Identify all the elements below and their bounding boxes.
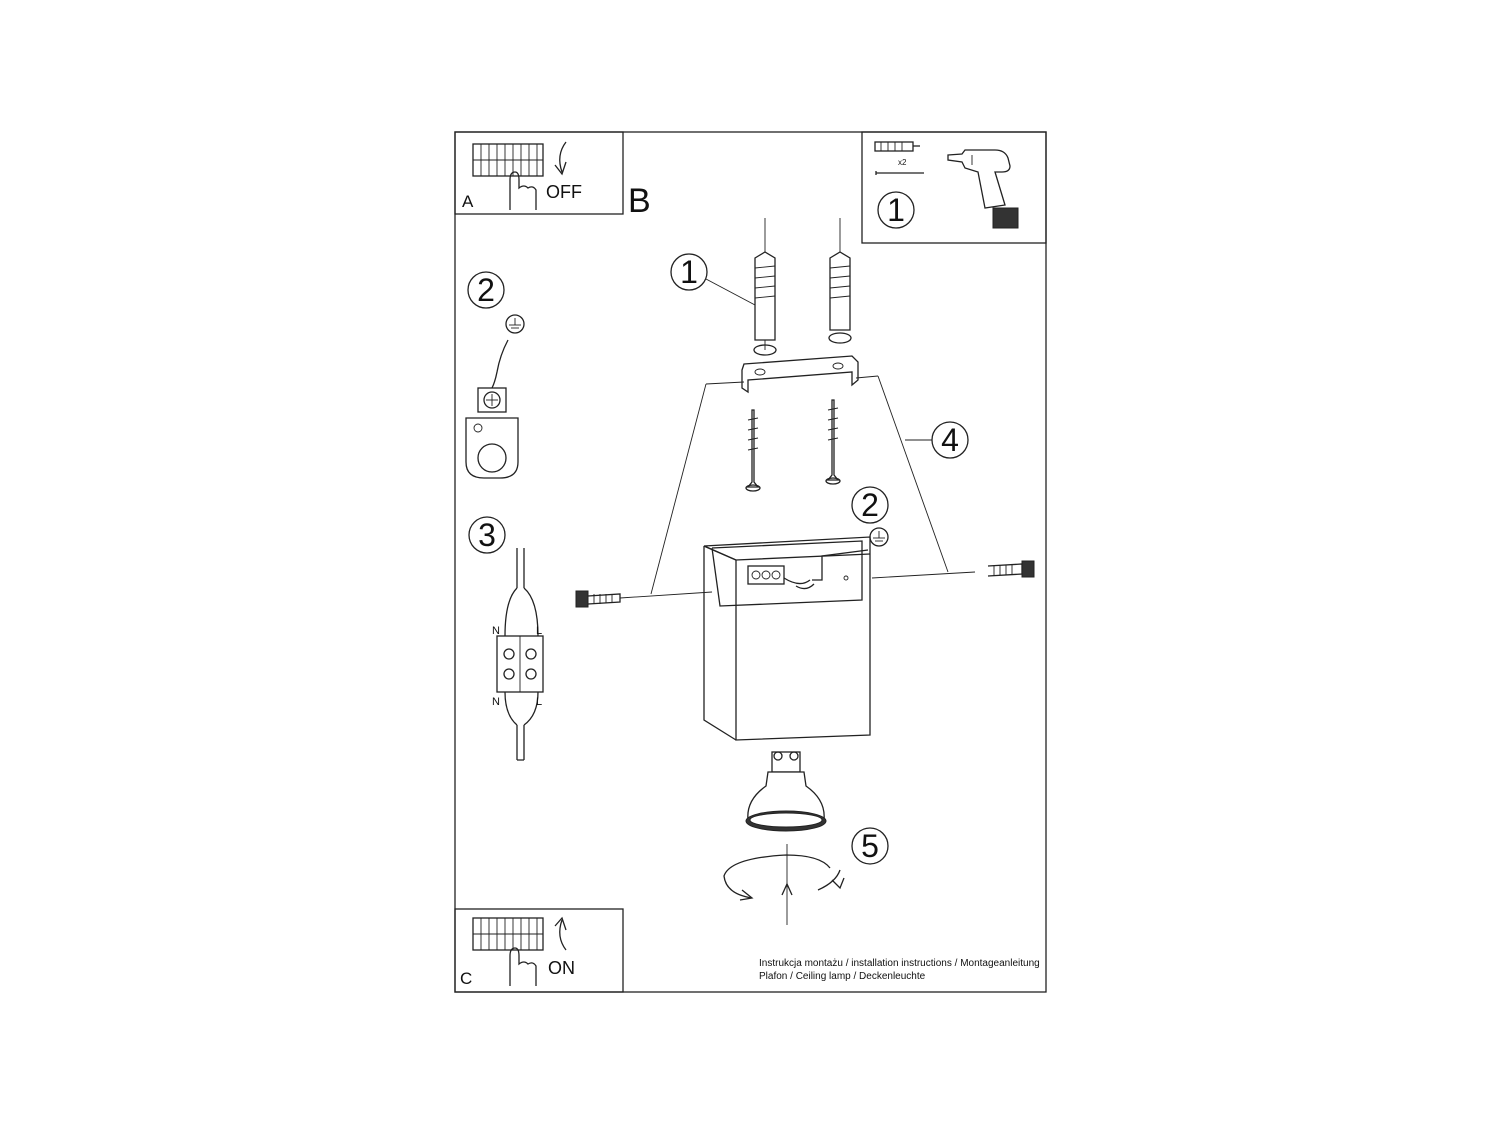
side-screw-left bbox=[575, 590, 621, 608]
wall-plug-right bbox=[828, 251, 852, 344]
earth-detail: 2 bbox=[465, 271, 525, 479]
panel-a-action: OFF bbox=[546, 182, 582, 202]
mounting-bracket-icon bbox=[741, 355, 859, 394]
main-assembly: 1 4 bbox=[575, 218, 1035, 925]
earth-symbol-box-icon bbox=[869, 527, 889, 547]
step-1-circle bbox=[877, 191, 915, 229]
arrow-down-icon bbox=[554, 141, 567, 176]
sheet-frame bbox=[454, 131, 1047, 993]
hand-icon bbox=[509, 171, 537, 210]
lamp-box-icon bbox=[703, 536, 871, 741]
terminal-n-bottom: N bbox=[492, 696, 500, 708]
tools-panel: x2 1 bbox=[861, 131, 1047, 244]
panel-a-letter: A bbox=[462, 192, 474, 211]
terminal-n-top: N bbox=[492, 625, 500, 637]
quantity-label: x2 bbox=[898, 158, 907, 167]
bulb-step-number: 5 bbox=[861, 828, 879, 864]
panel-b-letter: B bbox=[628, 182, 651, 220]
breaker-icon bbox=[472, 143, 544, 177]
rotate-arrow-icon bbox=[723, 854, 845, 901]
side-screw-right bbox=[987, 560, 1035, 578]
wall-plug-left bbox=[753, 251, 777, 356]
tools-step-number: 1 bbox=[887, 192, 905, 228]
terminal-l-bottom: L bbox=[536, 696, 542, 708]
bracket-step-number: 4 bbox=[941, 422, 959, 458]
breaker-on-icon bbox=[472, 917, 544, 951]
earth-box-step-number: 2 bbox=[861, 487, 879, 523]
panel-c-letter: C bbox=[460, 969, 472, 988]
wall-plug-icon bbox=[874, 141, 920, 152]
caption-line-2: Plafon / Ceiling lamp / Deckenleuchte bbox=[759, 971, 926, 982]
terminal-l-top: L bbox=[536, 625, 542, 637]
drill-icon bbox=[947, 149, 1019, 229]
connector-detail: 3 N L N L bbox=[468, 516, 544, 761]
screw-right bbox=[825, 399, 841, 485]
earth-symbol-icon bbox=[505, 314, 525, 334]
screw-icon bbox=[875, 171, 924, 175]
screw-left bbox=[745, 409, 761, 492]
caption-line-1: Instrukcja montażu / installation instru… bbox=[759, 958, 1040, 969]
connector-step-number: 3 bbox=[478, 517, 496, 553]
anchors-step-number: 1 bbox=[680, 254, 698, 290]
guide-lines bbox=[619, 375, 976, 599]
gu10-bulb-icon bbox=[745, 751, 827, 832]
panel-c-action: ON bbox=[548, 958, 575, 978]
panel-c: C ON bbox=[454, 908, 624, 993]
earth-step-number: 2 bbox=[477, 272, 495, 308]
arrow-up-icon bbox=[554, 916, 567, 951]
hand-on-icon bbox=[509, 947, 537, 986]
panel-a: A OFF bbox=[454, 131, 624, 215]
